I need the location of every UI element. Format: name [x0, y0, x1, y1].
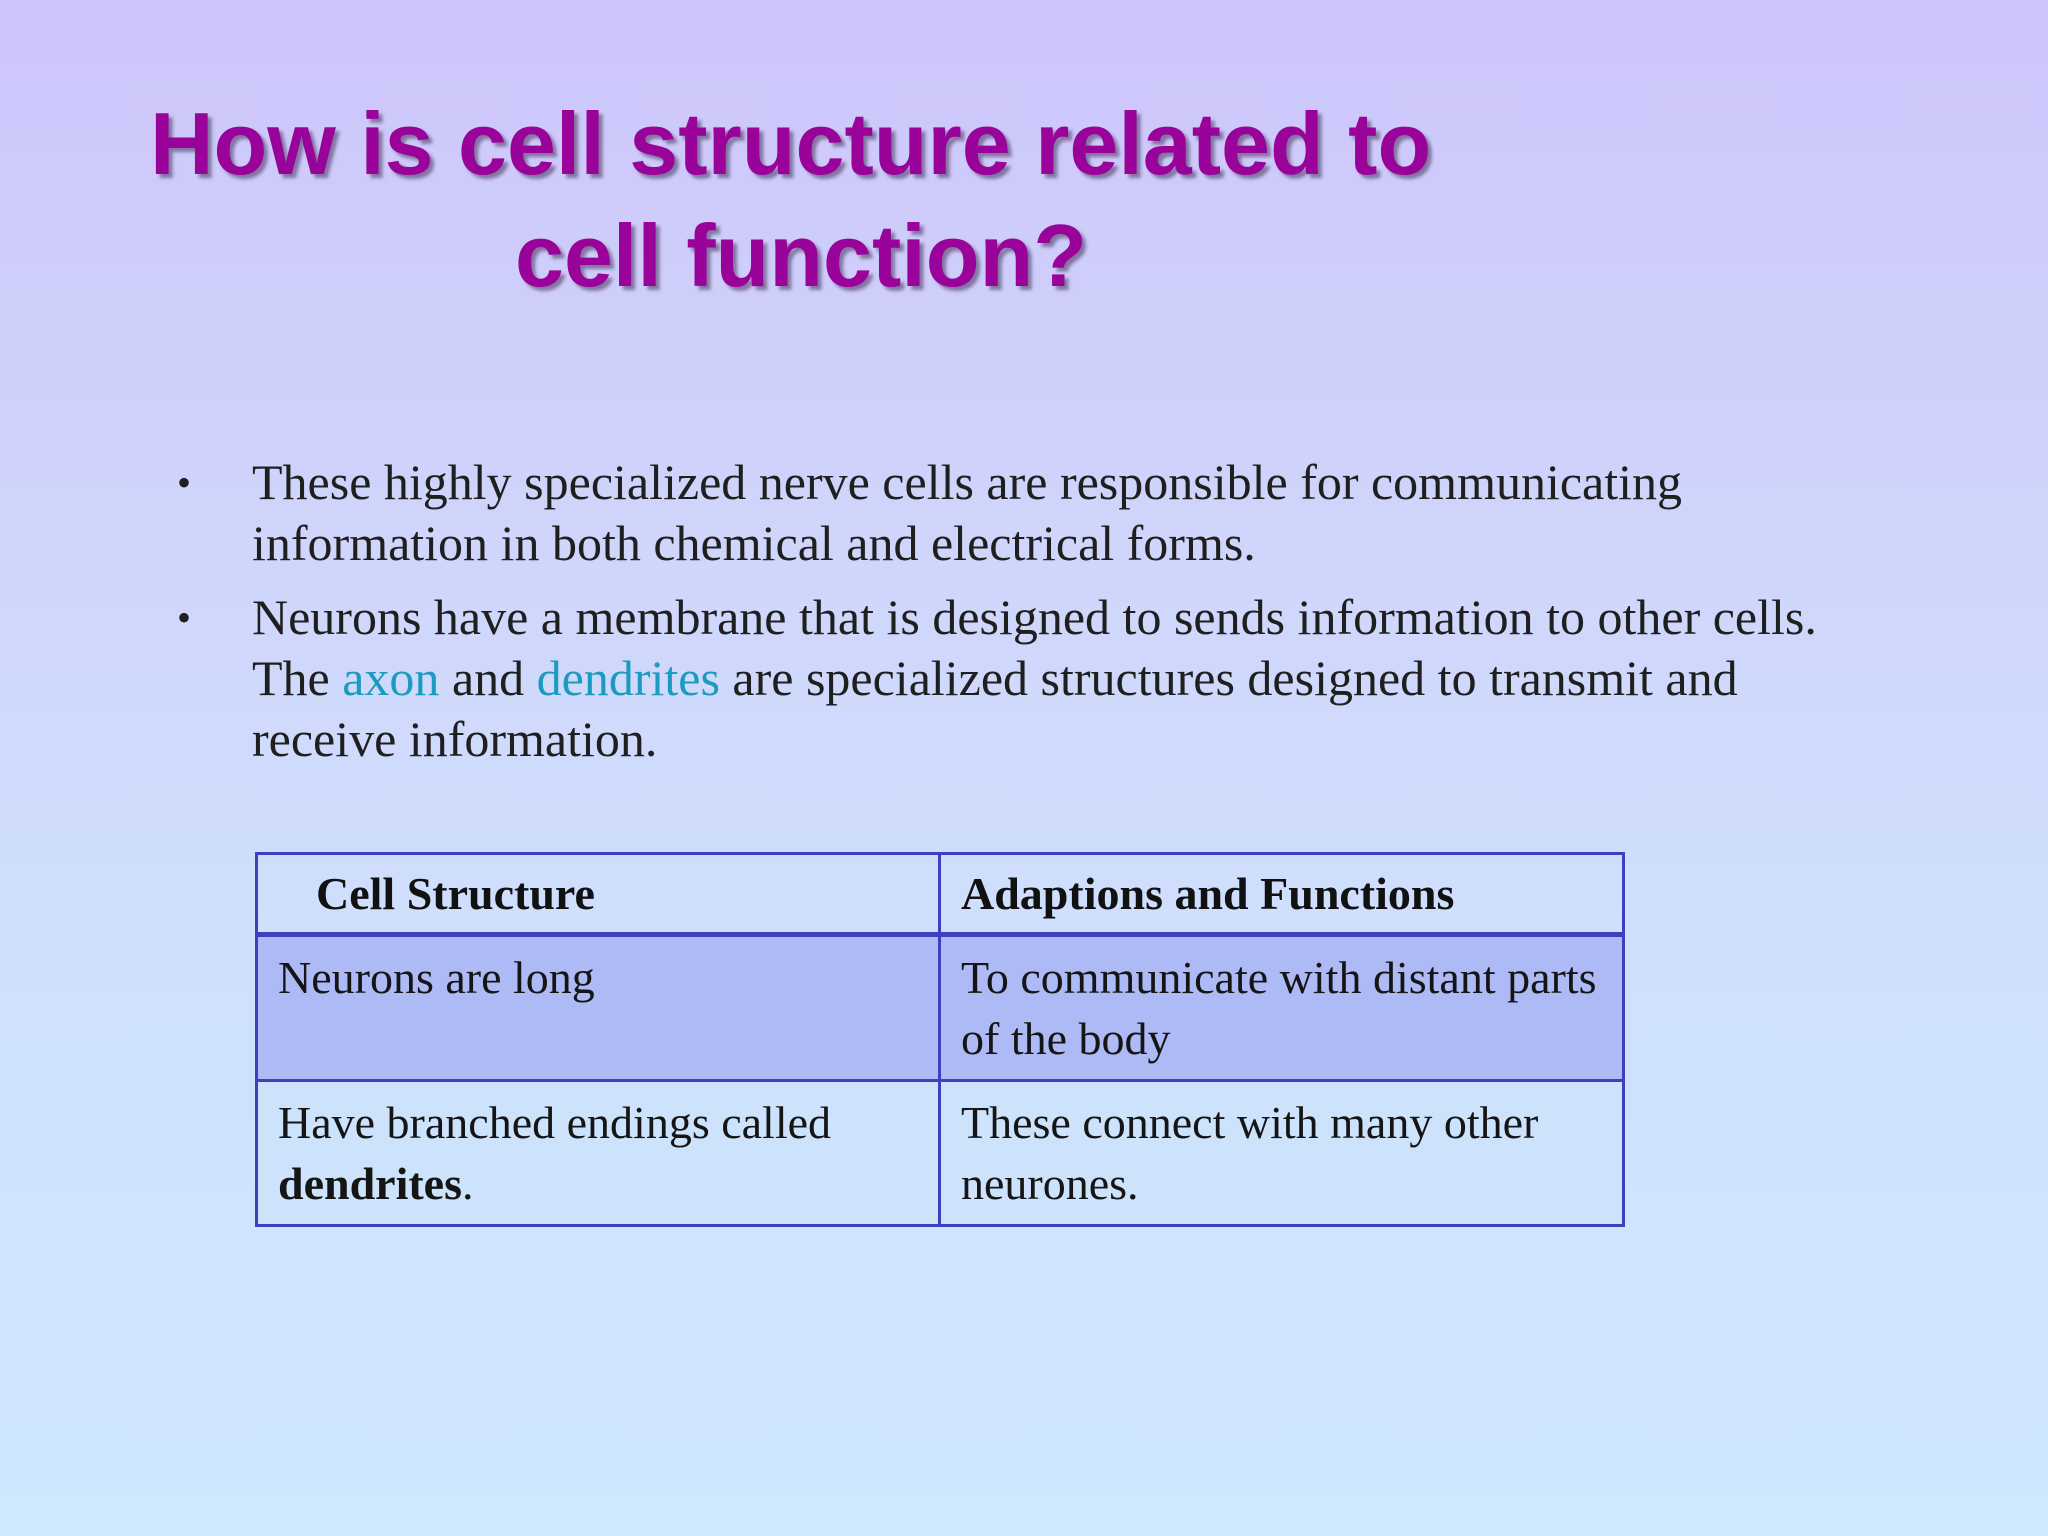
bullet-marker: •	[177, 595, 192, 640]
header-cell-structure: Cell Structure	[255, 852, 941, 937]
bullet-item-1: • These highly specialized nerve cells a…	[170, 452, 1870, 574]
bullet-text-part-1: Neurons have a membrane that is designed…	[252, 589, 1817, 706]
bullet-text-part-3: are specialized structures designed to t…	[252, 650, 1738, 767]
bullet-text-part-2: and	[439, 650, 537, 706]
table-row: Have branched endings called dendrites. …	[255, 1079, 1625, 1227]
title-line-1: How is cell structure related to	[150, 94, 1432, 193]
structure-bold-term: dendrites	[278, 1158, 462, 1209]
structure-cell: Neurons are long	[255, 933, 941, 1082]
structure-suffix: .	[462, 1158, 474, 1209]
slide-title: How is cell structure related to cell fu…	[150, 88, 1490, 312]
dendrites-highlight: dendrites	[536, 650, 720, 706]
function-cell: To communicate with distant parts of the…	[938, 933, 1625, 1082]
structure-cell: Have branched endings called dendrites.	[255, 1079, 941, 1227]
header-adaptions-functions: Adaptions and Functions	[938, 852, 1625, 937]
bullet-list: • These highly specialized nerve cells a…	[170, 452, 1870, 783]
title-line-2: cell function?	[515, 206, 1087, 305]
structure-prefix: Have branched endings called	[278, 1097, 832, 1148]
table-row: Neurons are long To communicate with dis…	[255, 933, 1625, 1082]
function-cell: These connect with many other neurones.	[938, 1079, 1625, 1227]
bullet-item-2: • Neurons have a membrane that is design…	[170, 587, 1870, 770]
table-header-row: Cell Structure Adaptions and Functions	[255, 852, 1625, 937]
bullet-text: These highly specialized nerve cells are…	[252, 454, 1683, 571]
bullet-marker: •	[177, 460, 192, 505]
structure-function-table: Cell Structure Adaptions and Functions N…	[255, 852, 1625, 1227]
axon-highlight: axon	[342, 650, 440, 706]
structure-function-table-wrapper: Cell Structure Adaptions and Functions N…	[255, 852, 1625, 1227]
